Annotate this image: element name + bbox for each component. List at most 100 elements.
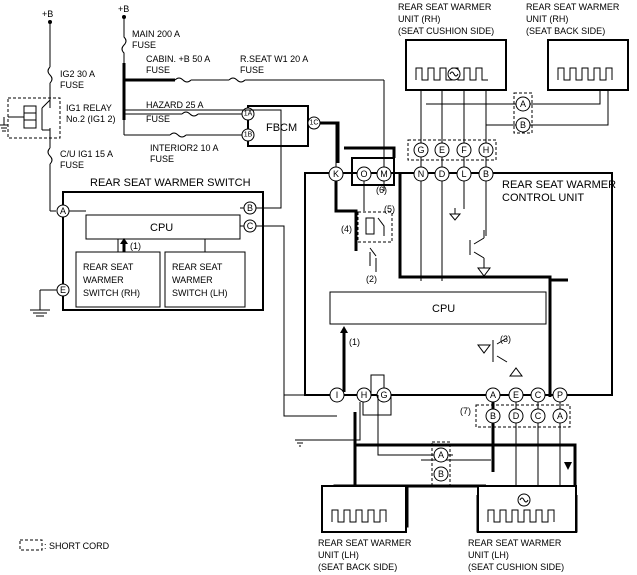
switch-rh-label-3: SWITCH (RH) bbox=[83, 288, 140, 298]
rseat-fuse-label-2: FUSE bbox=[240, 65, 264, 75]
svg-text:A: A bbox=[557, 411, 563, 421]
rh-back-label-3: (SEAT BACK SIDE) bbox=[526, 26, 605, 36]
control-note-5: (5) bbox=[384, 204, 395, 214]
rh-back-heater-element bbox=[557, 67, 613, 81]
ig2-fuse-label-2: FUSE bbox=[60, 80, 84, 90]
switch-lh-label-2: WARMER bbox=[172, 275, 213, 285]
lh-cushion-heater-element bbox=[487, 509, 555, 523]
cabin-fuse-label-2: FUSE bbox=[146, 65, 170, 75]
svg-text:C: C bbox=[247, 221, 254, 231]
lh-cushion-label-3: (SEAT CUSHION SIDE) bbox=[468, 562, 564, 572]
lh-cushion-box bbox=[477, 485, 577, 533]
relay-coil bbox=[23, 105, 37, 129]
cu-ig1-fuse-label-2: FUSE bbox=[60, 160, 84, 170]
svg-text:A: A bbox=[438, 450, 444, 460]
switch-lh-box bbox=[164, 251, 246, 308]
svg-text:E: E bbox=[513, 390, 519, 400]
lh-back-label-3: (SEAT BACK SIDE) bbox=[318, 562, 397, 572]
rh-back-connector bbox=[513, 92, 533, 134]
relay-ground-symbol bbox=[0, 117, 8, 132]
switch-note-1: (1) bbox=[130, 241, 141, 251]
svg-text:G: G bbox=[380, 390, 387, 400]
svg-text:E: E bbox=[439, 145, 445, 155]
switch-lh-label-1: REAR SEAT bbox=[172, 262, 223, 272]
left-supply: +B IG2 30 A FUSE IG1 RELAY No.2 (IG1 2) … bbox=[0, 9, 116, 211]
svg-text:P: P bbox=[557, 390, 563, 400]
svg-text:B: B bbox=[490, 411, 496, 421]
lh-back-pin-b bbox=[433, 466, 449, 482]
svg-text:E: E bbox=[60, 285, 66, 295]
svg-text:F: F bbox=[461, 145, 467, 155]
cabin-fuse-label-1: CABIN. +B 50 A bbox=[146, 54, 210, 64]
hazard-fuse-label-1: HAZARD 25 A bbox=[146, 100, 204, 110]
control-unit: REAR SEAT WARMER CONTROL UNIT CPU K O M … bbox=[304, 157, 616, 403]
interior2-fuse-label-2: FUSE bbox=[150, 154, 174, 164]
rseat-fuse-label-1: R.SEAT W1 20 A bbox=[240, 54, 308, 64]
lh-cushion-label-2: UNIT (LH) bbox=[468, 550, 509, 560]
svg-text:N: N bbox=[418, 169, 425, 179]
rh-cushion-connector bbox=[407, 139, 497, 161]
connector-note-7: (7) bbox=[460, 406, 471, 416]
lh-back-pin-a bbox=[433, 447, 449, 463]
short-cord-legend-swatch bbox=[19, 539, 43, 551]
main-supply: +B MAIN 200 A FUSE CABIN. +B 50 A FUSE R… bbox=[118, 4, 385, 168]
ig1-relay-box bbox=[7, 97, 61, 139]
main-fuse-label-2: FUSE bbox=[132, 40, 156, 50]
warmer-lh-cushion: REAR SEAT WARMER UNIT (LH) (SEAT CUSHION… bbox=[460, 404, 577, 572]
svg-text:B: B bbox=[483, 169, 489, 179]
svg-text:A: A bbox=[490, 390, 496, 400]
lh-cushion-pin-b bbox=[485, 408, 501, 424]
svg-text:D: D bbox=[439, 169, 446, 179]
b-plus-right-label: +B bbox=[118, 4, 129, 14]
fbcm-pin-1a bbox=[241, 107, 255, 121]
lh-back-box bbox=[321, 485, 407, 533]
control-unit-frame bbox=[304, 172, 613, 396]
warmer-lh-back: REAR SEAT WARMER UNIT (LH) (SEAT BACK SI… bbox=[318, 441, 451, 572]
fbcm-pin-1b bbox=[241, 128, 255, 142]
lh-back-heater-element bbox=[331, 509, 387, 523]
switch-cpu-box bbox=[85, 214, 241, 240]
lh-cushion-label-1: REAR SEAT WARMER bbox=[468, 538, 562, 548]
lh-cushion-connector bbox=[475, 404, 571, 428]
control-cpu-label: CPU bbox=[432, 303, 455, 315]
svg-text:I: I bbox=[336, 390, 339, 400]
rh-back-box bbox=[547, 39, 629, 91]
switch-cpu-label: CPU bbox=[150, 222, 173, 234]
switch-title: REAR SEAT WARMER SWITCH bbox=[90, 177, 251, 189]
control-note-4: (4) bbox=[341, 224, 352, 234]
ig1-relay-label-2: No.2 (IG1 2) bbox=[66, 114, 116, 124]
switch-rh-box bbox=[75, 251, 161, 308]
svg-text:L: L bbox=[461, 169, 466, 179]
fbcm-module: FBCM 1A 1B 1C bbox=[241, 105, 337, 168]
lh-cushion-pin-a bbox=[552, 408, 568, 424]
rh-back-label-2: UNIT (RH) bbox=[526, 14, 568, 24]
switch-ground-symbol bbox=[30, 309, 50, 317]
switch-rh-label-2: WARMER bbox=[83, 275, 124, 285]
svg-text:H: H bbox=[361, 390, 368, 400]
relay-o-m-highlight bbox=[351, 157, 395, 186]
lh-cushion-pin-d bbox=[508, 408, 524, 424]
svg-text:1C: 1C bbox=[310, 120, 319, 127]
svg-text:C: C bbox=[535, 390, 542, 400]
warmer-rh-back: REAR SEAT WARMER UNIT (RH) (SEAT BACK SI… bbox=[426, 2, 629, 134]
svg-text:C: C bbox=[535, 411, 542, 421]
short-cord-legend-label: : SHORT CORD bbox=[44, 541, 110, 551]
svg-text:A: A bbox=[520, 99, 526, 109]
lh-back-label-1: REAR SEAT WARMER bbox=[318, 538, 412, 548]
rh-cushion-label-3: (SEAT CUSHION SIDE) bbox=[398, 26, 494, 36]
fbcm-label: FBCM bbox=[266, 122, 297, 134]
svg-text:H: H bbox=[483, 145, 490, 155]
svg-text:1A: 1A bbox=[244, 111, 253, 118]
svg-text:B: B bbox=[520, 120, 526, 130]
svg-text:K: K bbox=[333, 169, 339, 179]
ig1-relay-label-1: IG1 RELAY bbox=[66, 103, 112, 113]
control-unit-title-1: REAR SEAT WARMER bbox=[502, 179, 616, 191]
svg-text:B: B bbox=[247, 203, 253, 213]
relay-5-box bbox=[357, 211, 393, 243]
rh-cushion-label-2: UNIT (RH) bbox=[398, 14, 440, 24]
svg-text:D: D bbox=[513, 411, 520, 421]
svg-text:G: G bbox=[417, 145, 424, 155]
cu-ig1-fuse-label-1: C/U IG1 15 A bbox=[60, 149, 113, 159]
switch-rh-label-1: REAR SEAT bbox=[83, 262, 134, 272]
